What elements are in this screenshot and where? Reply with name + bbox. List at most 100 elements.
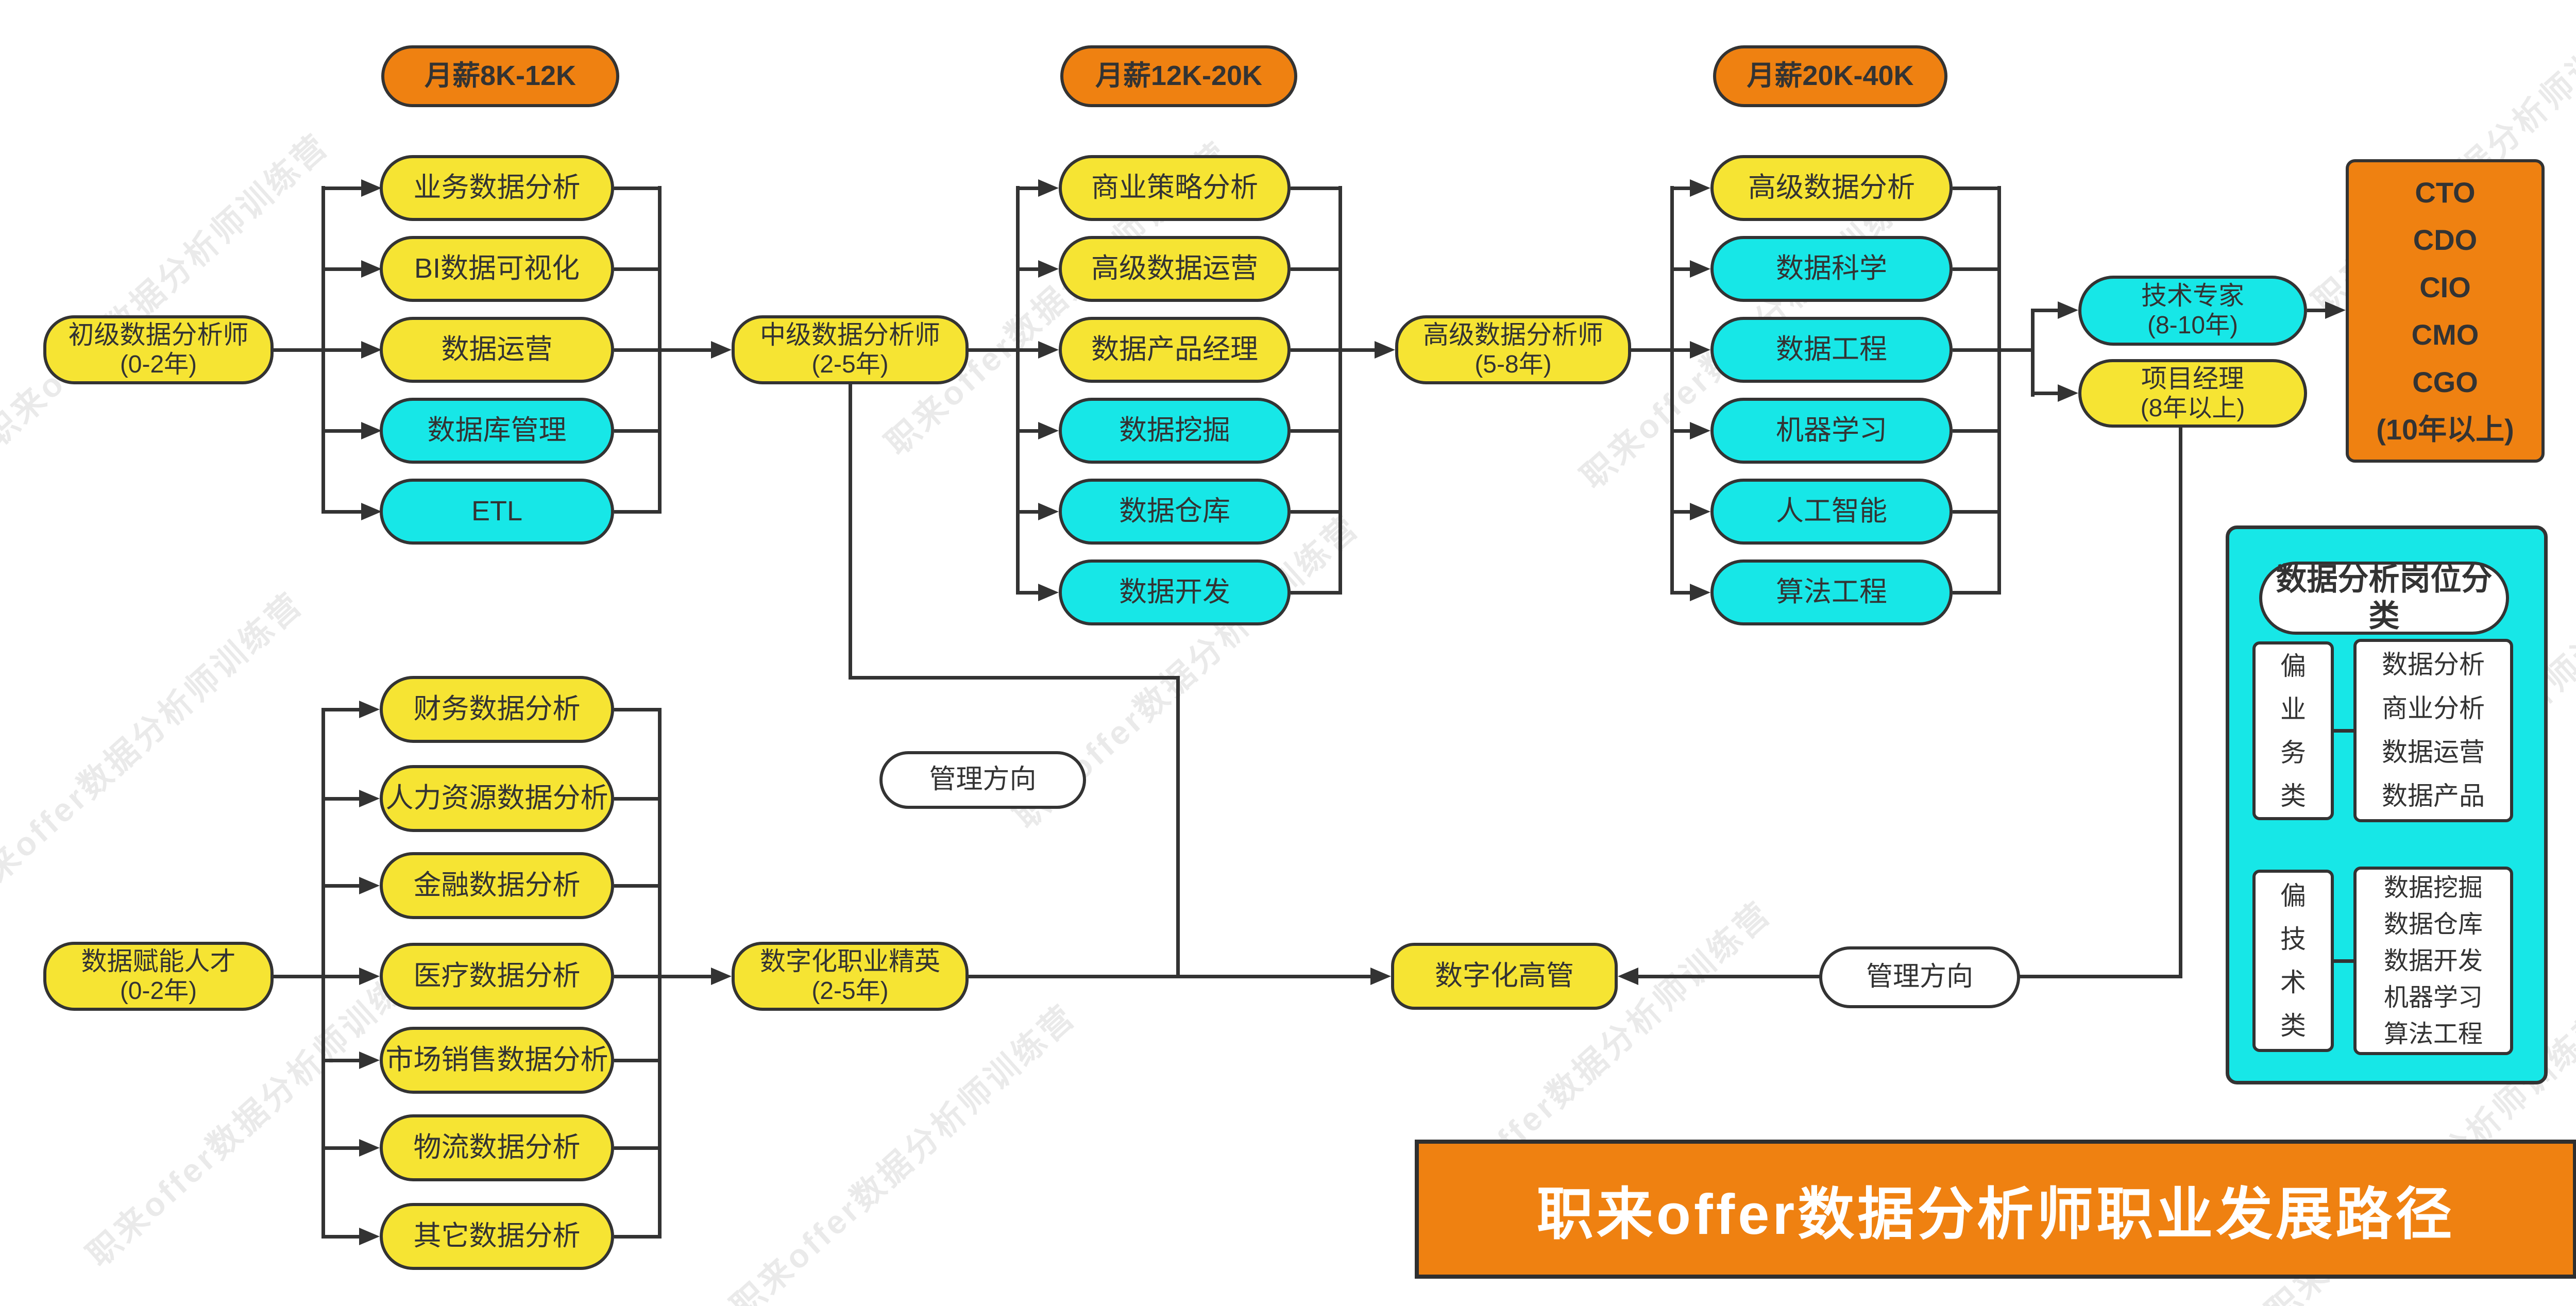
node-project-manager: 项目经理 (8年以上) — [2078, 359, 2307, 428]
node-cxo: CTO CDO CIO CMO CGO (10年以上) — [2346, 159, 2545, 463]
role-node: 物流数据分析 — [380, 1114, 614, 1181]
connector — [1631, 348, 1673, 352]
role-node: 业务数据分析 — [380, 155, 614, 221]
connector — [658, 975, 712, 978]
connector — [1291, 267, 1342, 271]
connector — [849, 676, 1180, 680]
connector — [321, 797, 360, 801]
arrowhead — [359, 877, 380, 894]
node-title: 高级数据分析师 — [1423, 320, 1603, 350]
role-node: 市场销售数据分析 — [380, 1027, 614, 1094]
arrowhead — [359, 1228, 380, 1245]
connector — [2307, 309, 2327, 312]
connector — [614, 1146, 661, 1150]
connector — [1016, 510, 1039, 514]
watermark-text: 职来offer数据分析师训练营 — [0, 585, 310, 913]
connector — [321, 429, 362, 433]
connector — [321, 708, 325, 1239]
node-title: 技术专家 — [2141, 281, 2244, 311]
arrowhead — [359, 790, 380, 807]
arrowhead — [1038, 422, 1059, 439]
connector — [2331, 729, 2357, 733]
connector — [1953, 429, 2001, 433]
salary-badge-junior: 月薪8K-12K — [381, 45, 619, 107]
node-title: 数据赋能人才 — [81, 947, 236, 976]
connector — [1997, 186, 2001, 595]
group-label-business: 偏业务类 — [2252, 641, 2334, 820]
arrowhead — [2058, 301, 2078, 319]
connector — [1291, 429, 1342, 433]
connector — [969, 975, 1372, 978]
arrowhead — [361, 341, 382, 359]
node-title: 数字化职业精英 — [760, 947, 940, 976]
connector — [1016, 186, 1039, 190]
connector — [2179, 428, 2182, 978]
node-years: (8年以上) — [2140, 394, 2245, 422]
connector — [614, 429, 661, 433]
role-node: 数据挖掘 — [1059, 398, 1291, 464]
connector — [1670, 186, 1692, 190]
arrowhead — [711, 968, 732, 985]
arrowhead — [1038, 341, 1059, 359]
connector — [614, 510, 661, 514]
arrowhead — [1690, 422, 1710, 439]
group-label-technical: 偏技术类 — [2252, 870, 2334, 1052]
connector — [1291, 348, 1342, 352]
group-items-business: 数据分析 商业分析 数据运营 数据产品 — [2353, 639, 2513, 822]
arrowhead — [361, 179, 382, 197]
arrowhead — [1038, 260, 1059, 278]
connector — [274, 975, 323, 978]
role-node: 数据科学 — [1710, 236, 1953, 302]
connector — [614, 975, 661, 978]
node-years: (0-2年) — [120, 977, 197, 1005]
arrowhead — [359, 701, 380, 718]
arrowhead — [359, 968, 380, 985]
connector — [614, 348, 661, 352]
connector — [321, 186, 362, 190]
node-years: (2-5年) — [811, 351, 889, 379]
arrowhead — [359, 1139, 380, 1157]
role-node: 高级数据分析 — [1710, 155, 1953, 221]
arrowhead — [1038, 584, 1059, 601]
connector — [1291, 186, 1342, 190]
arrowhead — [1375, 341, 1395, 359]
node-data-talent: 数据赋能人才 (0-2年) — [43, 942, 274, 1011]
connector — [614, 708, 661, 711]
arrowhead — [1038, 503, 1059, 520]
arrowhead — [1690, 584, 1710, 601]
role-node: 算法工程 — [1710, 559, 1953, 625]
connector — [1670, 267, 1692, 271]
management-direction-label: 管理方向 — [879, 751, 1086, 809]
connector — [849, 384, 852, 680]
connector — [321, 975, 360, 978]
role-node: 数据产品经理 — [1059, 317, 1291, 383]
connector — [614, 186, 661, 190]
connector — [1670, 591, 1692, 595]
role-node: 数据工程 — [1710, 317, 1953, 383]
role-node: 其它数据分析 — [380, 1203, 614, 1270]
node-digital-executive: 数字化高管 — [1391, 943, 1618, 1010]
node-senior-analyst: 高级数据分析师 (5-8年) — [1395, 315, 1631, 384]
salary-badge-mid: 月薪12K-20K — [1060, 45, 1297, 107]
connector — [321, 267, 362, 271]
role-node: BI数据可视化 — [380, 236, 614, 302]
group-label-text: 偏技术类 — [2280, 881, 2306, 1040]
group-label-text: 偏业务类 — [2280, 651, 2306, 810]
connector — [614, 267, 661, 271]
node-years: (8-10年) — [2147, 312, 2239, 340]
node-years: (5-8年) — [1475, 351, 1552, 379]
connector — [614, 884, 661, 888]
role-node: 财务数据分析 — [380, 676, 614, 743]
node-digital-elite: 数字化职业精英 (2-5年) — [732, 942, 969, 1011]
role-node: 高级数据运营 — [1059, 236, 1291, 302]
arrowhead — [361, 503, 382, 520]
connector — [321, 708, 360, 711]
connector — [2031, 392, 2060, 395]
arrowhead — [2325, 301, 2346, 319]
node-title: 项目经理 — [2141, 364, 2244, 393]
role-node: 数据运营 — [380, 317, 614, 383]
node-tech-expert: 技术专家 (8-10年) — [2078, 276, 2307, 346]
watermark-text: 职来offer数据分析师训练营 — [724, 997, 1083, 1306]
arrowhead — [2058, 384, 2078, 402]
